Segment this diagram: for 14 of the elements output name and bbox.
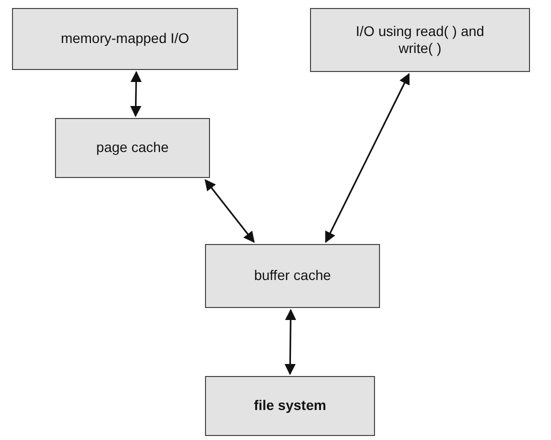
box-label: page cache — [96, 139, 169, 157]
arrow — [204, 179, 255, 243]
arrow — [325, 73, 410, 243]
process-box — [205, 244, 380, 308]
process-box — [205, 376, 375, 436]
process-box — [310, 8, 530, 72]
process-box — [55, 118, 210, 178]
arrow — [284, 308, 296, 376]
box-label: buffer cache — [254, 267, 331, 285]
arrow — [130, 70, 142, 118]
process-box — [12, 8, 238, 70]
box-label: memory-mapped I/O — [60, 30, 190, 48]
box-label: I/O using read( ) and write( ) — [354, 22, 486, 58]
box-label: file system — [254, 397, 326, 415]
